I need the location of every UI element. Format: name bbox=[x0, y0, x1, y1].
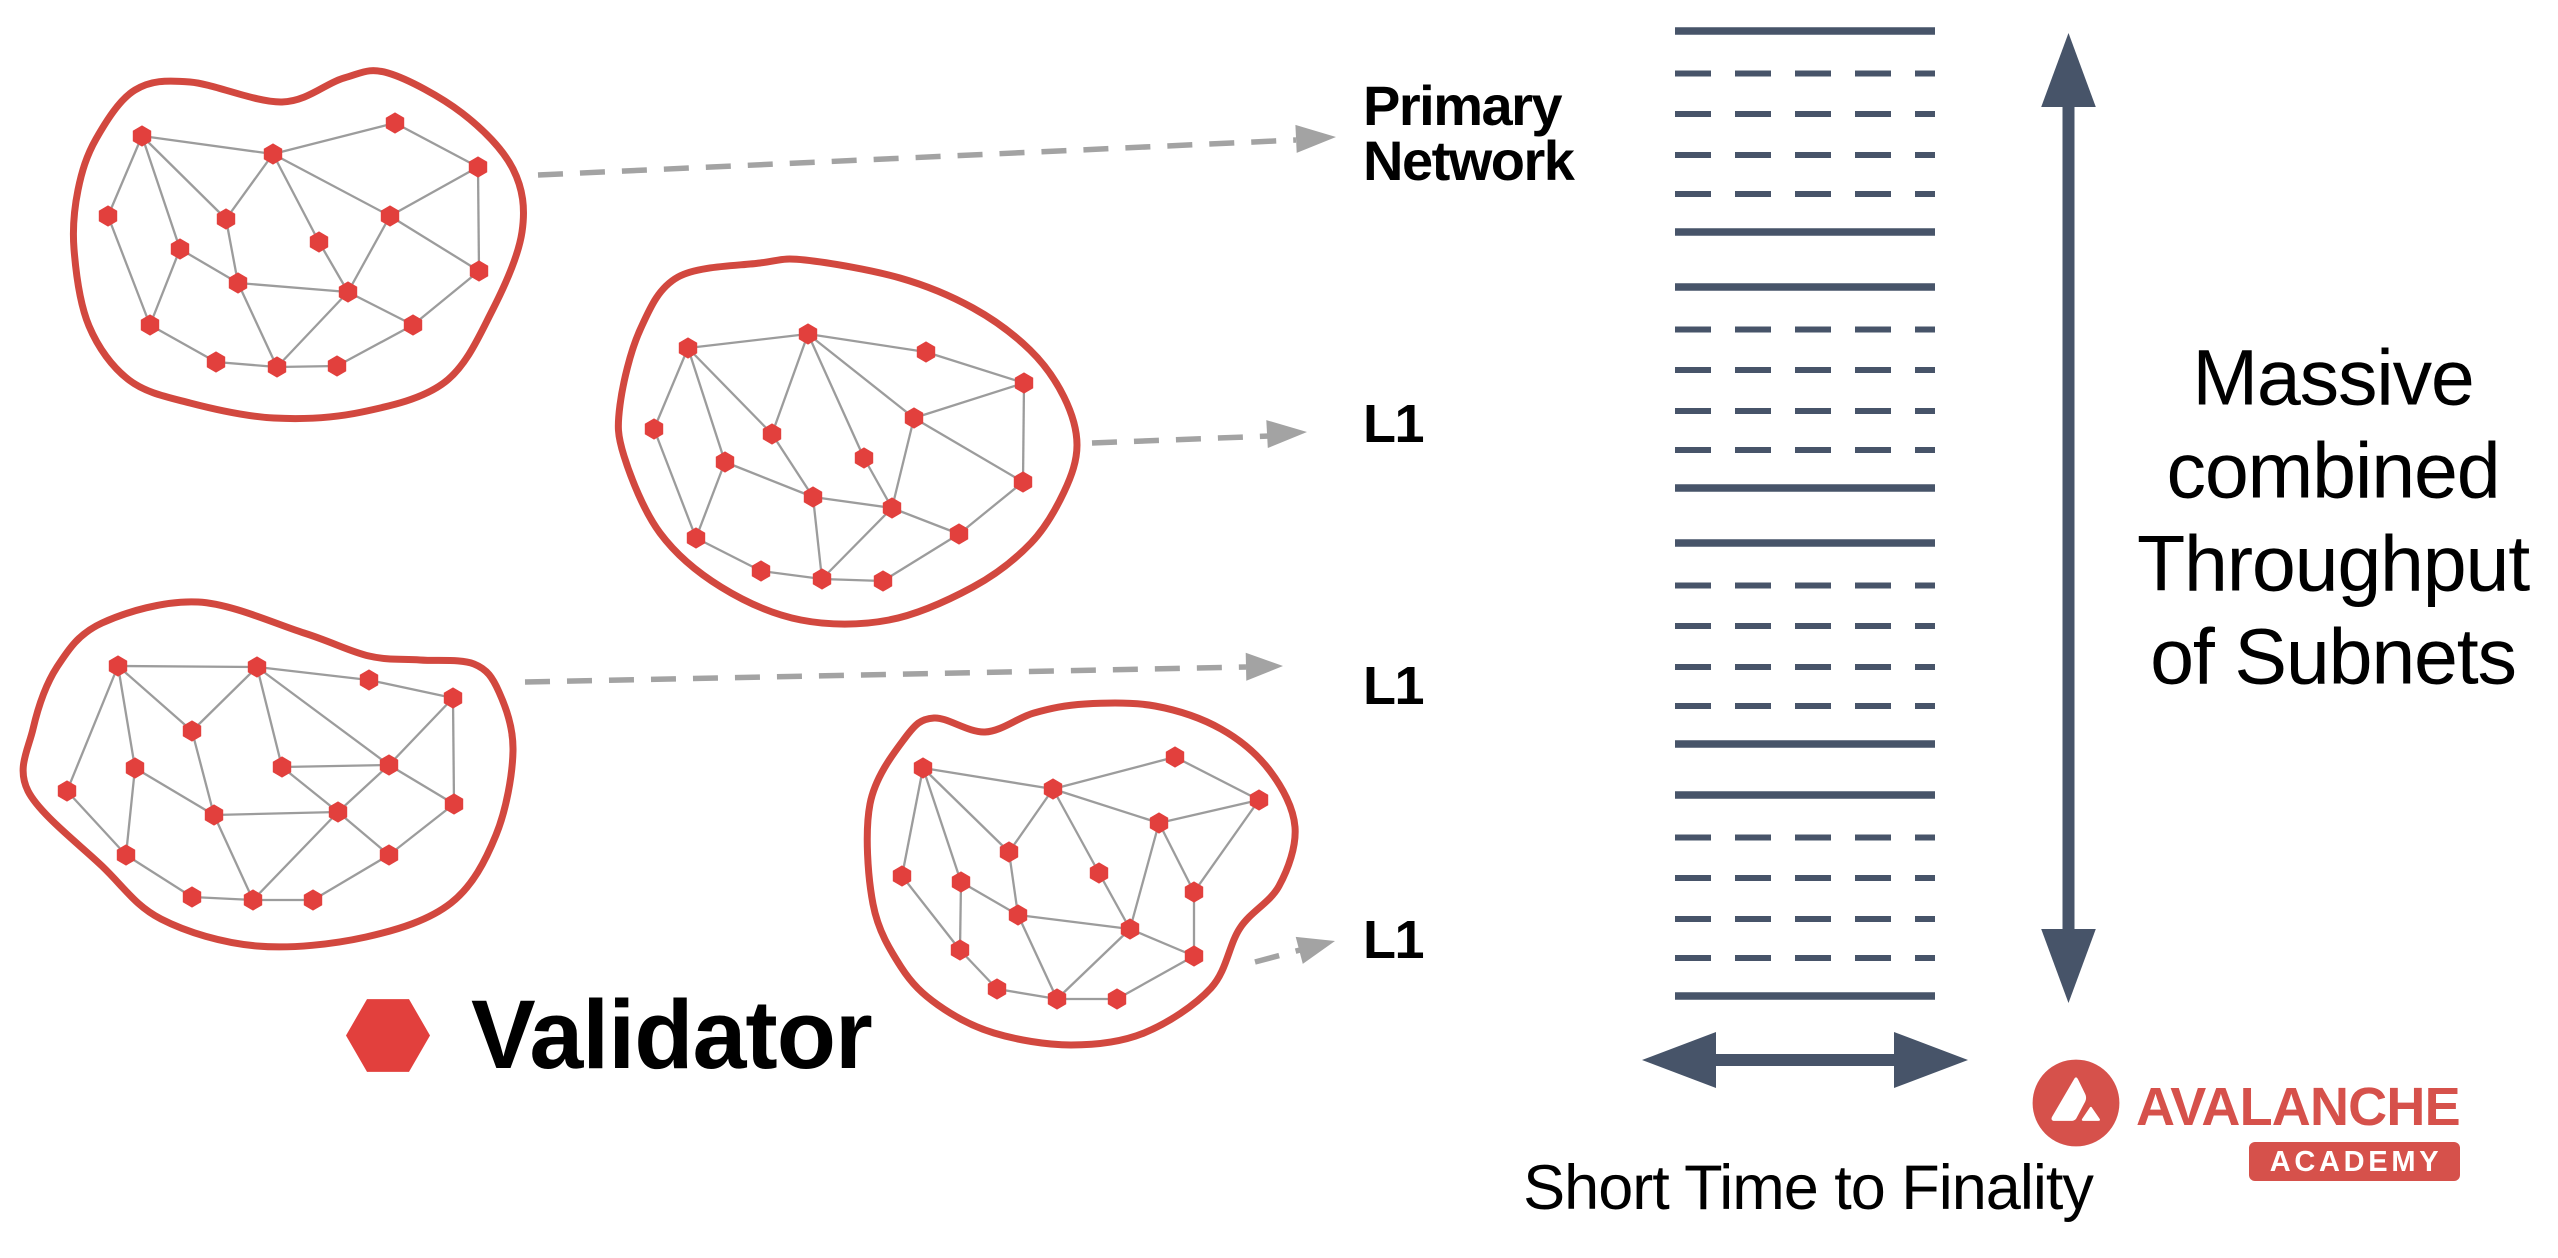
svg-text:Network: Network bbox=[1363, 129, 1576, 192]
svg-text:combined: combined bbox=[2167, 426, 2500, 515]
svg-text:Validator: Validator bbox=[471, 980, 872, 1089]
svg-text:Massive: Massive bbox=[2192, 333, 2473, 422]
svg-text:L1: L1 bbox=[1363, 394, 1423, 454]
svg-text:Short Time to Finality: Short Time to Finality bbox=[1523, 1153, 2094, 1223]
svg-text:Primary: Primary bbox=[1363, 74, 1562, 137]
svg-text:of Subnets: of Subnets bbox=[2150, 612, 2516, 701]
svg-text:L1: L1 bbox=[1363, 910, 1423, 970]
svg-text:Throughput: Throughput bbox=[2137, 519, 2530, 608]
svg-text:ACADEMY: ACADEMY bbox=[2270, 1146, 2443, 1178]
svg-text:L1: L1 bbox=[1363, 656, 1423, 716]
svg-text:AVALANCHE: AVALANCHE bbox=[2136, 1077, 2460, 1137]
